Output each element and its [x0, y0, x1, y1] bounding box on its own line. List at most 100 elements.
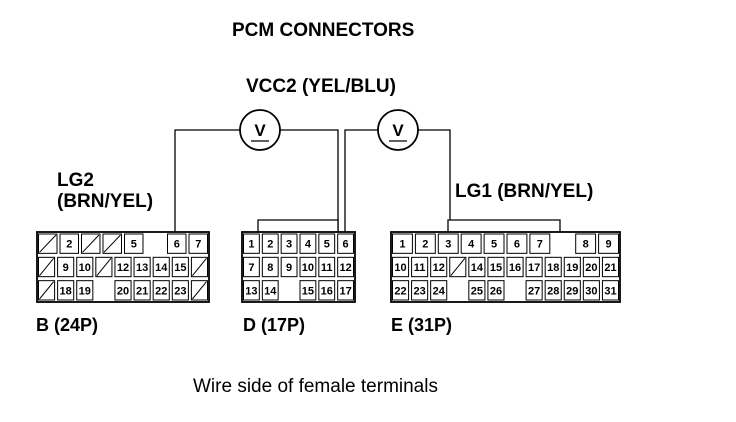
- lg2-label-line1: LG2: [57, 170, 94, 191]
- pin-cell: [529, 233, 551, 254]
- pin-cell: [468, 280, 486, 301]
- pin-b7: 7: [195, 239, 201, 251]
- pin-cell: [483, 233, 505, 254]
- pin-cell: [544, 280, 562, 301]
- pin-cell: [243, 256, 260, 278]
- pin-e14: 14: [471, 262, 484, 274]
- pin-d13: 13: [245, 285, 257, 297]
- pin-cell: [57, 256, 75, 278]
- pin-cell: [167, 233, 187, 254]
- pin-e2: 2: [422, 239, 428, 251]
- pin-b9: 9: [63, 262, 69, 274]
- pin-cell: [525, 256, 543, 278]
- pin-cell: [114, 256, 132, 278]
- voltmeter-right-symbol: V: [392, 121, 404, 140]
- pin-cell: [299, 233, 317, 254]
- pin-d3: 3: [286, 239, 292, 251]
- pin-cell: [124, 233, 144, 254]
- pin-e17: 17: [528, 262, 540, 274]
- pin-cell: [280, 256, 298, 278]
- pin-b14: 14: [155, 262, 168, 274]
- pin-d16: 16: [321, 285, 333, 297]
- pin-cell: [392, 280, 410, 301]
- pin-cell: [171, 280, 189, 301]
- pin-cell: [318, 280, 336, 301]
- vcc2-label: VCC2 (YEL/BLU): [246, 76, 396, 97]
- unused-pin-mark: [39, 234, 57, 253]
- pin-b5: 5: [131, 239, 137, 251]
- pin-cell: [261, 233, 279, 254]
- pin-cell: [392, 256, 410, 278]
- page-title: PCM CONNECTORS: [232, 20, 415, 41]
- unused-pin-mark: [192, 281, 207, 300]
- pin-cell: [299, 280, 317, 301]
- voltmeter-left: V: [239, 109, 281, 151]
- pin-cell: [280, 233, 298, 254]
- pin-cell: [582, 256, 600, 278]
- voltmeter-left-symbol: V: [254, 121, 266, 140]
- pin-cell: [76, 280, 94, 301]
- pin-d6: 6: [343, 239, 349, 251]
- pin-cell: [506, 256, 524, 278]
- pin-cell: [57, 280, 75, 301]
- pin-cell: [152, 280, 170, 301]
- pin-e8: 8: [583, 239, 589, 251]
- connector-keys: [257, 219, 561, 232]
- pin-e31: 31: [604, 285, 616, 297]
- pin-b23: 23: [174, 285, 186, 297]
- pin-b19: 19: [79, 285, 91, 297]
- caption: Wire side of female terminals: [193, 376, 438, 397]
- pin-e10: 10: [394, 262, 406, 274]
- pin-e1: 1: [399, 239, 405, 251]
- pin-e3: 3: [445, 239, 451, 251]
- pin-e28: 28: [547, 285, 559, 297]
- pin-d7: 7: [248, 262, 254, 274]
- pin-cell: [582, 280, 600, 301]
- pin-cell: [261, 256, 279, 278]
- unused-pin-mark: [82, 234, 100, 253]
- pin-cell: [133, 280, 151, 301]
- pin-cell: [261, 280, 279, 301]
- pin-cell: [411, 280, 429, 301]
- pin-e27: 27: [528, 285, 540, 297]
- lg2-label-line2: (BRN/YEL): [57, 191, 154, 212]
- pin-cell: [544, 256, 562, 278]
- pin-cell: [601, 280, 620, 301]
- unused-pin-mark: [450, 258, 466, 276]
- pin-cell: [598, 233, 619, 254]
- pin-cell: [575, 233, 597, 254]
- pin-d5: 5: [324, 239, 330, 251]
- pin-b2: 2: [66, 239, 72, 251]
- pin-e5: 5: [491, 239, 497, 251]
- pin-cell: [552, 234, 573, 254]
- pin-b12: 12: [117, 262, 129, 274]
- pin-cell: [337, 233, 354, 254]
- wire-b6-to-left-meter: [174, 129, 240, 232]
- pin-e29: 29: [566, 285, 578, 297]
- pin-e22: 22: [394, 285, 406, 297]
- pin-d4: 4: [305, 239, 312, 251]
- pin-e21: 21: [604, 262, 616, 274]
- pin-cell: [411, 256, 429, 278]
- pin-cell: [414, 233, 436, 254]
- probe-wires: [174, 129, 451, 232]
- pin-e20: 20: [585, 262, 597, 274]
- pin-cell: [59, 233, 79, 254]
- pin-d17: 17: [339, 285, 351, 297]
- wire-left-meter-to-d6: [280, 129, 339, 232]
- connector-d-label: D (17P): [243, 315, 306, 335]
- unused-pin-mark: [39, 258, 54, 276]
- pin-cell: [95, 280, 112, 300]
- pin-d15: 15: [302, 285, 314, 297]
- pin-b22: 22: [155, 285, 167, 297]
- pin-cell: [76, 256, 94, 278]
- unused-pin-mark: [39, 281, 54, 300]
- pin-d9: 9: [286, 262, 292, 274]
- pin-e12: 12: [433, 262, 445, 274]
- pin-b6: 6: [174, 239, 180, 251]
- pin-e26: 26: [490, 285, 502, 297]
- pin-cell: [133, 256, 151, 278]
